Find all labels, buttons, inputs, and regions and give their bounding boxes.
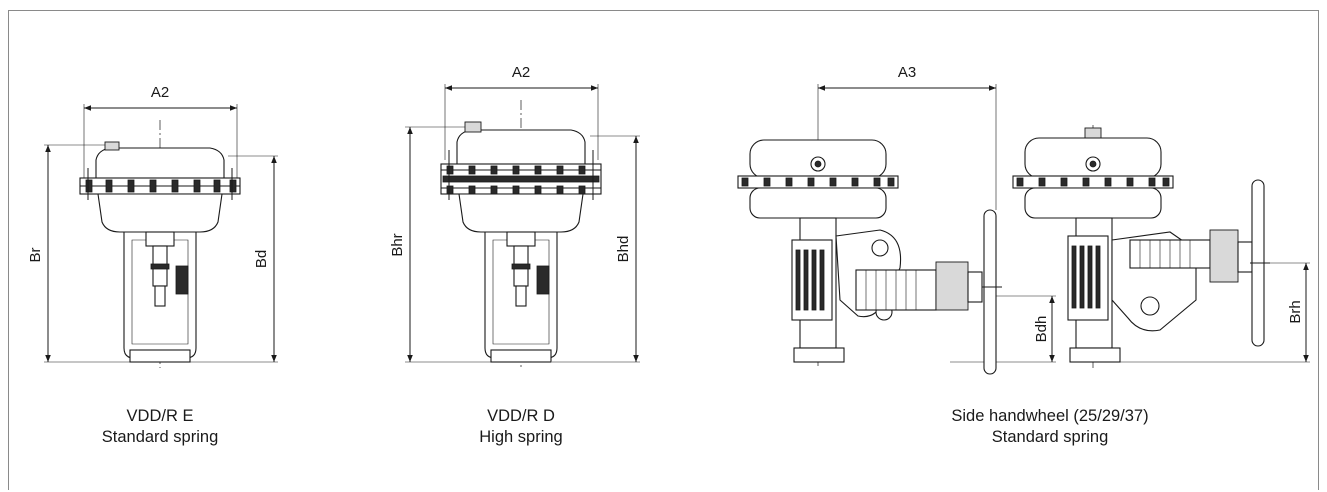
drawing-frame: [8, 10, 1319, 490]
dim-label-a2-middle: A2: [512, 64, 530, 81]
dim-label-bdh: Bdh: [1033, 316, 1050, 343]
dim-label-bd: Bd: [253, 250, 270, 268]
caption-model: VDD/R D: [487, 407, 555, 425]
caption-variant: Standard spring: [991, 428, 1109, 446]
dim-label-bhd: Bhd: [615, 236, 632, 263]
caption-standard-spring: VDD/R E Standard spring: [60, 406, 260, 448]
caption-model: Side handwheel (25/29/37): [951, 407, 1149, 425]
dim-label-brh: Brh: [1287, 300, 1304, 323]
dim-label-br: Br: [27, 247, 44, 262]
caption-variant: Standard spring: [101, 428, 219, 446]
actuator-standard-spring: [44, 104, 278, 368]
caption-high-spring: VDD/R D High spring: [421, 406, 621, 448]
actuator-side-handwheel-side: [1012, 125, 1310, 368]
caption-side-handwheel: Side handwheel (25/29/37) Standard sprin…: [900, 406, 1200, 448]
actuator-high-spring: [405, 84, 640, 368]
dim-label-a2-left: A2: [151, 84, 169, 101]
caption-variant: High spring: [479, 428, 563, 446]
dim-label-bhr: Bhr: [389, 233, 406, 256]
actuator-side-handwheel-front: [737, 84, 1056, 375]
dim-label-a3: A3: [898, 64, 916, 81]
caption-model: VDD/R E: [126, 407, 194, 425]
